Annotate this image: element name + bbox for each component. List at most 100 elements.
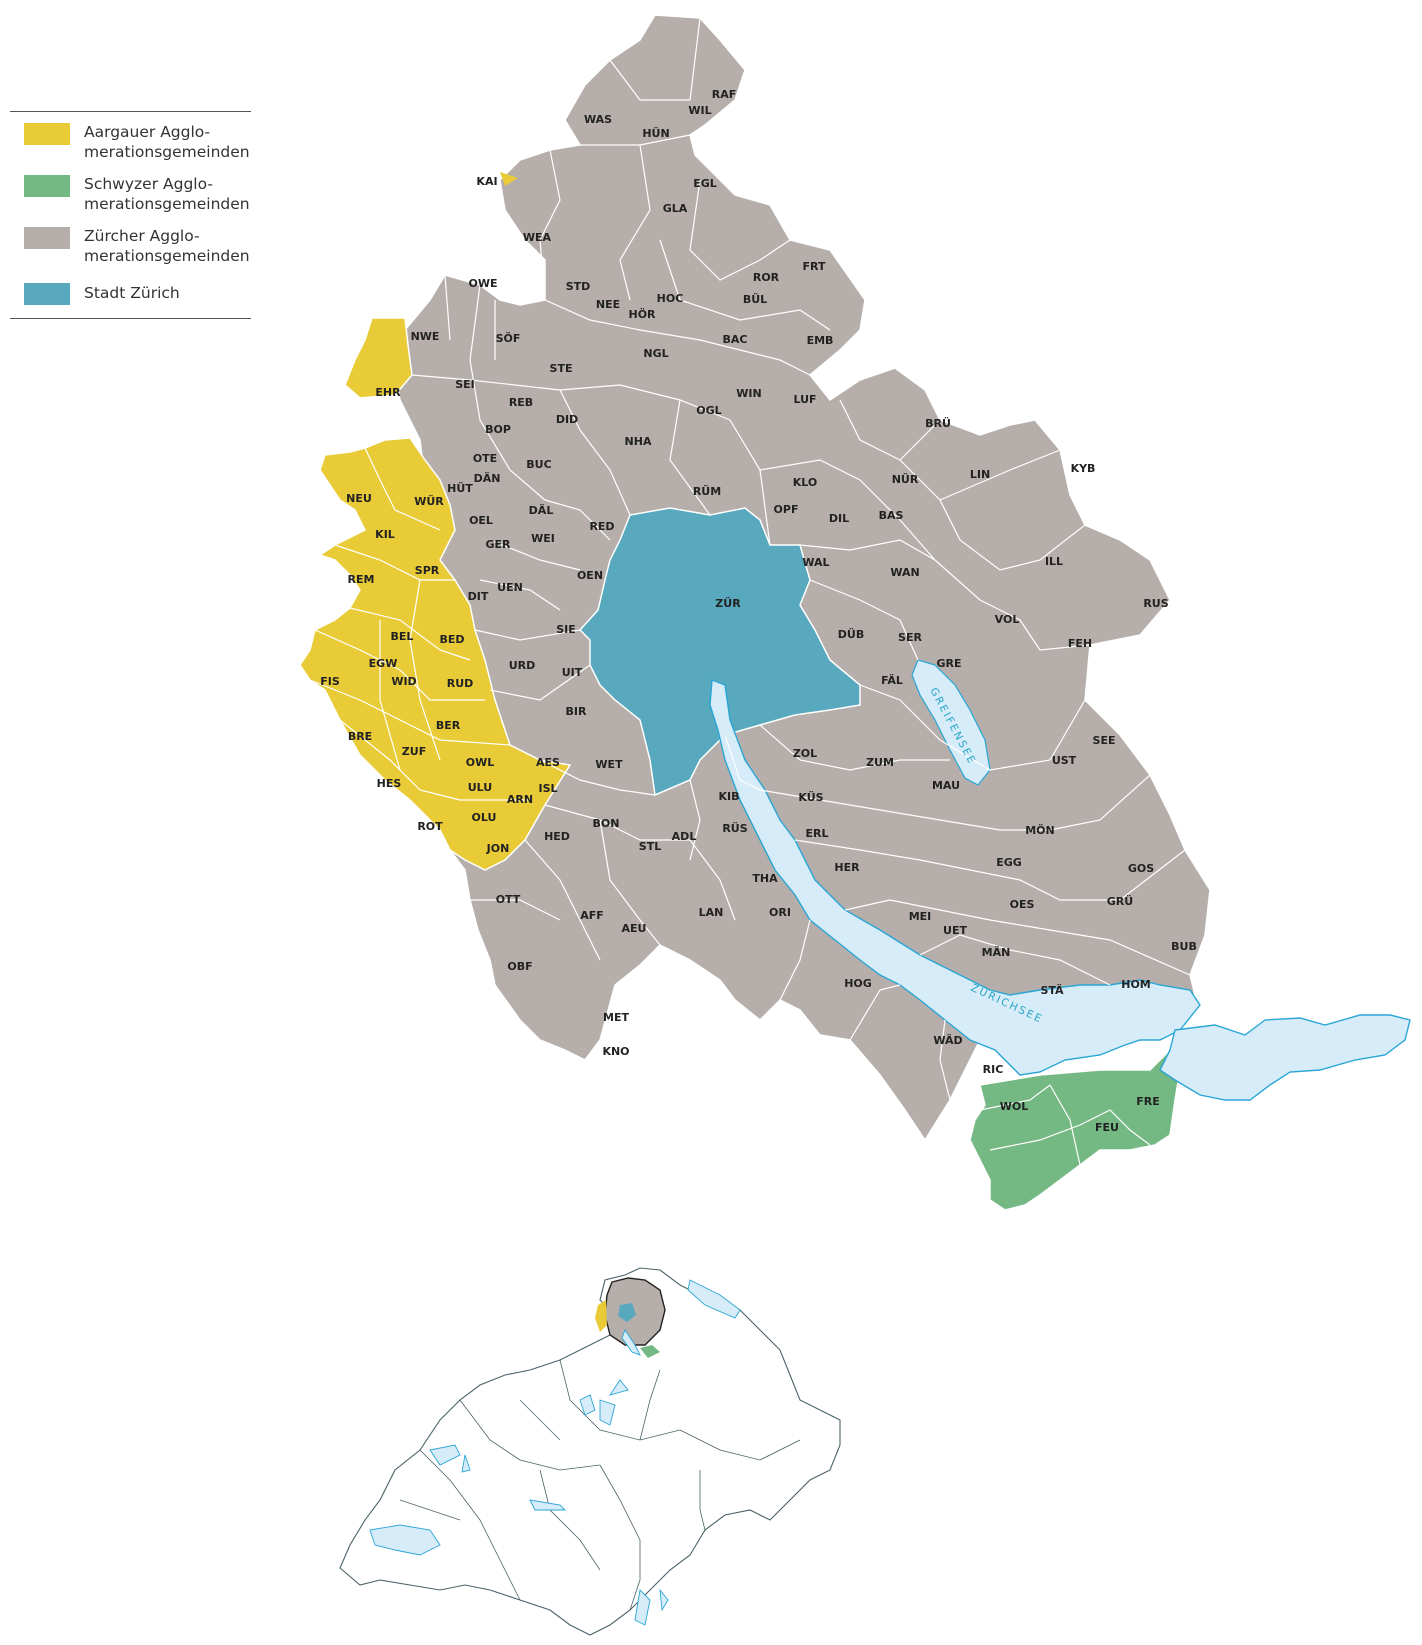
label-GER: GER (485, 538, 511, 551)
label-BER: BER (436, 719, 461, 732)
label-ZOL: ZOL (793, 747, 817, 760)
label-GOS: GOS (1128, 862, 1154, 875)
label-BÜL: BÜL (743, 292, 767, 306)
legend-item-aargau: Aargauer Agglo- merationsgemeinden (10, 122, 251, 174)
label-ISL: ISL (538, 782, 557, 795)
label-WÄD: WÄD (933, 1033, 962, 1047)
label-FRE: FRE (1136, 1095, 1160, 1108)
label-DÜB: DÜB (838, 627, 864, 641)
label-NGL: NGL (643, 347, 668, 360)
canton-borders (399, 1359, 801, 1611)
label-LAN: LAN (699, 906, 724, 919)
label-ORI: ORI (769, 906, 791, 919)
label-SEI: SEI (455, 378, 475, 391)
label-SÖF: SÖF (496, 331, 521, 345)
label-WAL: WAL (802, 556, 829, 569)
label-MAU: MAU (932, 779, 960, 792)
label-STÄ: STÄ (1040, 983, 1064, 997)
label-OGL: OGL (696, 404, 721, 417)
label-RUD: RUD (447, 677, 474, 690)
label-UST: UST (1052, 754, 1077, 767)
inset-stadt-zuerich (618, 1303, 636, 1322)
stadt-zuerich-region (578, 507, 861, 797)
label-NEE: NEE (596, 298, 620, 311)
label-GLA: GLA (663, 202, 688, 215)
inset-lakes (369, 1279, 741, 1626)
label-WOL: WOL (1000, 1100, 1029, 1113)
legend-label-schwyz: Schwyzer Agglo- merationsgemeinden (84, 175, 250, 213)
label-BRE: BRE (348, 730, 372, 743)
aargau-kai-region (500, 172, 518, 186)
label-OWE: OWE (469, 277, 498, 290)
label-HÜT: HÜT (447, 481, 473, 495)
legend-item-stadt-zuerich: Stadt Zürich (10, 278, 251, 308)
label-RÜM: RÜM (693, 484, 721, 498)
label-BIR: BIR (566, 705, 587, 718)
label-KÜS: KÜS (798, 790, 823, 804)
label-ZUF: ZUF (402, 745, 426, 758)
label-ULU: ULU (468, 781, 492, 794)
label-HED: HED (544, 830, 570, 843)
label-THA: THA (752, 872, 778, 885)
label-HOC: HOC (657, 292, 684, 305)
label-UET: UET (943, 924, 967, 937)
switzerland-inset-map (339, 1267, 841, 1636)
label-BAC: BAC (723, 333, 748, 346)
label-MET: MET (603, 1011, 629, 1024)
legend-item-schwyz: Schwyzer Agglo- merationsgemeinden (10, 174, 251, 226)
aargau-region (299, 437, 572, 871)
label-OBF: OBF (507, 960, 532, 973)
label-HER: HER (834, 861, 860, 874)
label-NWE: NWE (411, 330, 440, 343)
label-REM: REM (348, 573, 375, 586)
label-HOM: HOM (1121, 978, 1151, 991)
label-WIL: WIL (688, 104, 711, 117)
legend-swatch-aargau (24, 123, 70, 145)
label-RÜS: RÜS (722, 821, 747, 835)
municipal-boundaries (411, 17, 1191, 1101)
label-DID: DID (556, 413, 578, 426)
label-NHA: NHA (625, 435, 652, 448)
label-STE: STE (550, 362, 573, 375)
legend-swatch-stadt-zuerich (24, 282, 70, 305)
label-DÄN: DÄN (474, 471, 501, 485)
legend-swatch-zuerich-agglo (24, 227, 70, 249)
label-EGW: EGW (369, 657, 398, 670)
label-NEU: NEU (346, 492, 372, 505)
label-ERL: ERL (806, 827, 829, 840)
label-KIB: KIB (718, 790, 739, 803)
obersee-lake (1159, 1014, 1411, 1101)
label-OLU: OLU (472, 811, 497, 824)
legend-item-zuerich-agglo: Zürcher Agglo- merationsgemeinden (10, 226, 251, 278)
label-WAS: WAS (584, 113, 612, 126)
label-EHR: EHR (375, 386, 401, 399)
label-OTT: OTT (496, 893, 521, 906)
label-WÜR: WÜR (414, 494, 444, 508)
label-JON: JON (486, 842, 510, 855)
label-GRE: GRE (936, 657, 961, 670)
inset-zuerich-agglo (604, 1277, 666, 1346)
label-LIN: LIN (970, 468, 990, 481)
label-RAF: RAF (712, 88, 737, 101)
label-REB: REB (509, 396, 533, 409)
label-EGG: EGG (996, 856, 1022, 869)
label-DIT: DIT (468, 590, 489, 603)
label-WAN: WAN (890, 566, 919, 579)
label-MEI: MEI (909, 910, 932, 923)
label-AEU: AEU (622, 922, 647, 935)
label-LUF: LUF (793, 393, 816, 406)
inset-schwyz (640, 1345, 660, 1358)
label-KLO: KLO (793, 476, 818, 489)
label-FRT: FRT (803, 260, 826, 273)
label-KNO: KNO (602, 1045, 629, 1058)
label-FÄL: FÄL (881, 673, 903, 687)
label-HÜN: HÜN (642, 126, 669, 140)
label-OES: OES (1010, 898, 1035, 911)
label-KYB: KYB (1071, 462, 1096, 475)
label-WET: WET (595, 758, 623, 771)
label-MÖN: MÖN (1025, 823, 1055, 837)
aargau-ehr-region (344, 317, 413, 399)
switzerland-outline (339, 1267, 841, 1636)
label-UEN: UEN (497, 581, 523, 594)
label-FEU: FEU (1095, 1121, 1119, 1134)
